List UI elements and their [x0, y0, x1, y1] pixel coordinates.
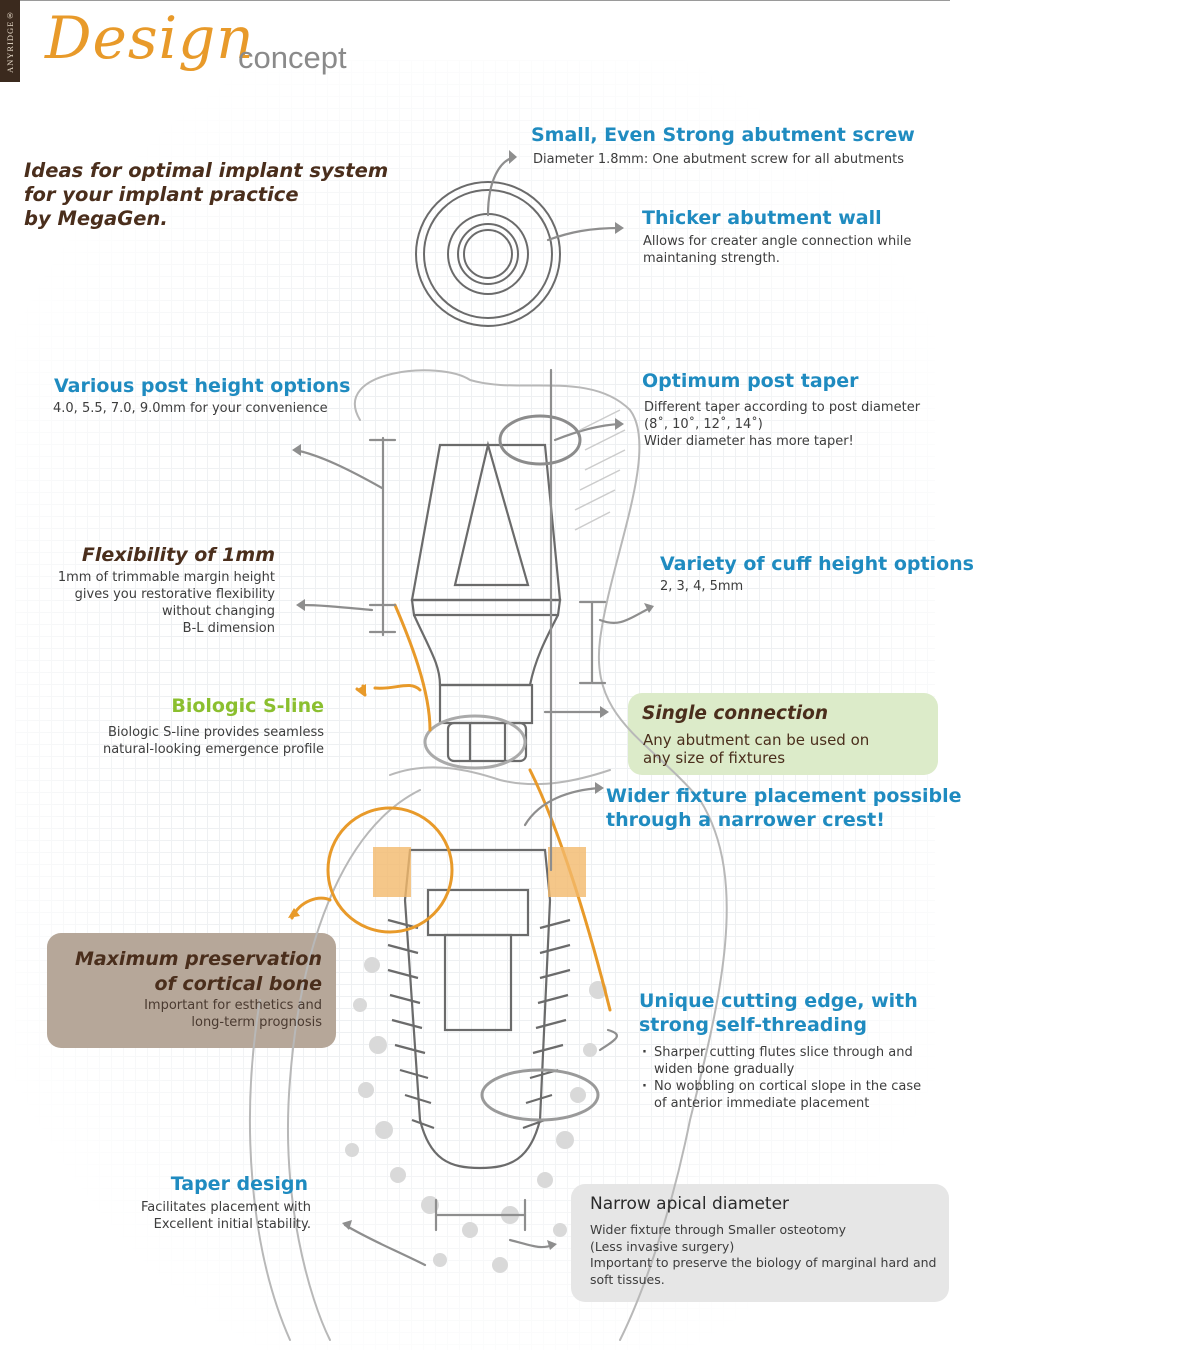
fixture-body — [387, 848, 571, 1170]
taper-circle — [498, 414, 582, 466]
cutting-title: Unique cutting edge, with strong self-th… — [639, 989, 918, 1037]
cortical-title-line: of cortical bone — [154, 973, 323, 995]
cuff-desc-line: 2, 3, 4, 5mm — [660, 579, 744, 594]
wall-desc: Allows for creater angle connection whil… — [643, 233, 911, 267]
root-outline — [287, 789, 421, 1341]
intro-line: Ideas for optimal implant system — [24, 159, 389, 182]
taper-desc: Different taper according to post diamet… — [644, 399, 920, 450]
taper-design-desc-line: Excellent initial stability. — [153, 1217, 311, 1232]
cortical-hatching — [373, 847, 586, 897]
intro-line: by MegaGen. — [24, 207, 168, 230]
cortical-title: Maximum preservation of cortical bone — [75, 947, 322, 997]
flexibility-desc-line: without changing — [162, 604, 275, 619]
cutting-bullet-line: No wobbling on cortical slope in the cas… — [654, 1079, 922, 1094]
single-desc-line: Any abutment can be used on — [643, 731, 870, 749]
taper-design-title: Taper design — [170, 1173, 308, 1195]
wider-title: Wider fixture placement possible through… — [606, 784, 962, 832]
cutting-bullet: Sharper cutting flutes slice through and… — [638, 1044, 921, 1078]
post-height-desc-line: 4.0, 5.5, 7.0, 9.0mm for your convenienc… — [53, 401, 328, 416]
title-word: concept — [238, 40, 347, 75]
cutting-bullet-line: Sharper cutting flutes slice through and — [654, 1045, 913, 1060]
taper-desc-line: (8˚, 10˚, 12˚, 14˚) — [644, 417, 763, 432]
cortical-desc-line: long-term prognosis — [191, 1015, 322, 1030]
cuff-desc: 2, 3, 4, 5mm — [660, 578, 743, 595]
cuff-title: Variety of cuff height options — [660, 553, 974, 575]
abutment-top-view — [415, 181, 561, 327]
post-height-title: Various post height options — [54, 375, 351, 397]
bone-texture — [345, 957, 607, 1273]
post-height-desc: 4.0, 5.5, 7.0, 9.0mm for your convenienc… — [53, 400, 328, 417]
wall-desc-line: maintaning strength. — [643, 251, 780, 266]
cutting-bullets: Sharper cutting flutes slice through and… — [638, 1044, 921, 1112]
cortical-bone-box — [47, 933, 336, 1048]
single-desc: Any abutment can be used on any size of … — [643, 731, 869, 767]
cutting-bullet-line: of anterior immediate placement — [654, 1096, 870, 1111]
sline-desc: Biologic S-line provides seamless natura… — [103, 724, 324, 758]
single-desc-line: any size of fixtures — [643, 749, 786, 767]
dimension-lines — [293, 155, 652, 1267]
taper-desc-line: Different taper according to post diamet… — [644, 400, 921, 415]
apical-title: Narrow apical diameter — [590, 1194, 790, 1214]
tooth-outline — [353, 369, 728, 1341]
screw-desc: Diameter 1.8mm: One abutment screw for a… — [533, 151, 904, 168]
taper-title: Optimum post taper — [642, 370, 859, 392]
flexibility-title: Flexibility of 1mm — [81, 544, 275, 566]
arrowheads — [292, 150, 654, 1250]
taper-design-desc-line: Facilitates placement with — [141, 1200, 311, 1215]
cutting-bullet: No wobbling on cortical slope in the cas… — [638, 1078, 921, 1112]
top-rule — [20, 0, 950, 1]
cortical-desc: Important for esthetics and long-term pr… — [144, 997, 322, 1031]
orange-arrowheads — [288, 684, 366, 918]
taper-desc-line: Wider diameter has more taper! — [644, 434, 854, 449]
cortical-desc-line: Important for esthetics and — [144, 998, 322, 1013]
flexibility-desc-line: gives you restorative flexibility — [74, 587, 275, 602]
wider-title-line: Wider fixture placement possible — [606, 785, 962, 807]
apical-desc: Wider fixture through Smaller osteotomy … — [590, 1222, 936, 1288]
single-connection-box — [628, 693, 938, 775]
intro-text: Ideas for optimal implant system for you… — [24, 159, 389, 231]
hatch-lines — [574, 409, 626, 531]
connection-circle — [423, 714, 527, 770]
flexibility-desc-line: B-L dimension — [182, 621, 275, 636]
cutting-circle — [480, 1068, 600, 1122]
gum-outline — [389, 766, 611, 786]
bone-line — [249, 999, 291, 1341]
single-title: Single connection — [642, 703, 829, 724]
wider-title-line: through a narrower crest! — [606, 809, 885, 831]
apical-desc-line: Important to preserve the biology of mar… — [590, 1255, 937, 1270]
screw-desc-line: Diameter 1.8mm: One abutment screw for a… — [533, 152, 905, 167]
intro-line: for your implant practice — [24, 183, 299, 206]
title-script: Design — [45, 4, 255, 72]
abutment-body — [410, 440, 562, 763]
cutting-bullet-line: widen bone gradually — [654, 1062, 795, 1077]
screw-title: Small, Even Strong abutment screw — [531, 124, 915, 146]
sline-title: Biologic S-line — [171, 695, 324, 717]
flexibility-desc-line: 1mm of trimmable margin height — [57, 570, 275, 585]
apical-desc-line: (Less invasive surgery) — [590, 1238, 735, 1254]
wall-title: Thicker abutment wall — [642, 207, 882, 229]
apical-diameter-box — [571, 1184, 949, 1302]
cutting-title-line: Unique cutting edge, with — [639, 990, 918, 1012]
flexibility-desc: 1mm of trimmable margin height gives you… — [58, 569, 275, 637]
orange-accents — [290, 603, 612, 1012]
taper-design-desc: Facilitates placement with Excellent ini… — [141, 1199, 311, 1233]
cortical-title-line: Maximum preservation — [74, 948, 322, 970]
sline-desc-line: Biologic S-line provides seamless — [107, 725, 324, 740]
cutting-title-line: strong self-threading — [639, 1014, 868, 1036]
apical-desc-line: Wider fixture through Smaller osteotomy — [590, 1222, 847, 1237]
apical-desc-line: soft tissues. — [590, 1271, 665, 1287]
wall-desc-line: Allows for creater angle connection whil… — [643, 234, 912, 249]
sline-desc-line: natural-looking emergence profile — [102, 742, 324, 757]
